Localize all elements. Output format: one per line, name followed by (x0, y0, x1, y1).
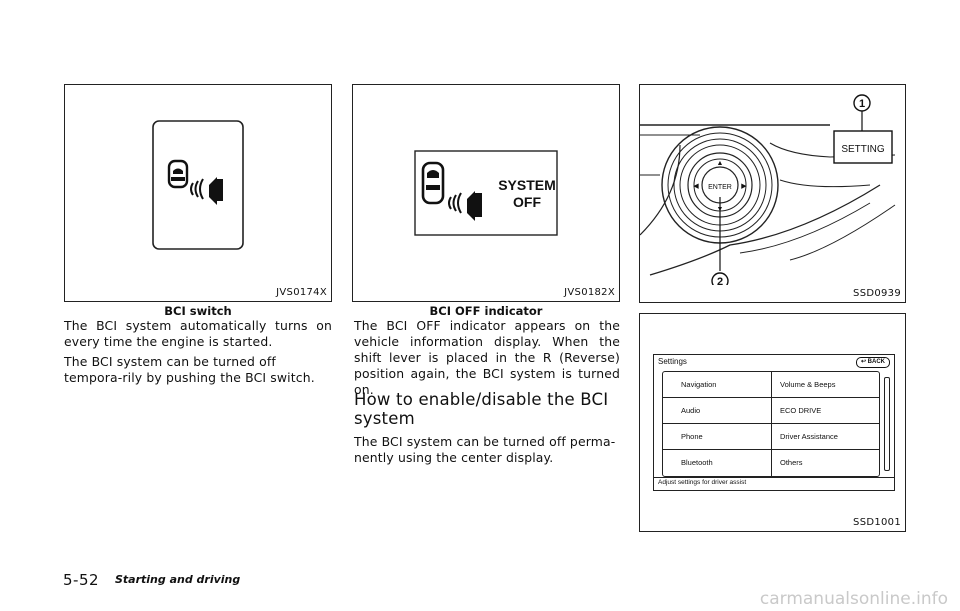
svg-text:▶: ▶ (741, 183, 747, 190)
sensor-waves-icon (190, 178, 204, 200)
callout-2-label: 2 (717, 276, 723, 285)
pedestrian-icon (209, 177, 223, 205)
figure-code: SSD1001 (853, 517, 901, 528)
sensor-waves-icon (448, 192, 462, 214)
menu-item-volume-beeps[interactable]: Volume & Beeps (772, 372, 879, 398)
setting-button-drawing (833, 130, 893, 164)
menu-item-bluetooth[interactable]: Bluetooth (681, 458, 713, 467)
menu-item-driver-assistance[interactable]: Driver Assistance (772, 424, 879, 450)
display-text-line1: SYSTEM (498, 177, 556, 193)
figure-caption: BCI switch (164, 304, 232, 318)
menu-panel: Navigation Audio Phone Bluetooth Volume … (662, 371, 880, 477)
menu-item-phone[interactable]: Phone (663, 424, 771, 450)
car-icon (421, 161, 445, 205)
paragraph: The BCI system can be turned off perma-n… (354, 434, 616, 465)
car-icon (167, 159, 189, 189)
scrollbar[interactable] (884, 377, 890, 471)
status-text: Adjust settings for driver assist (658, 479, 747, 486)
figure-bci-off-indicator: SYSTEM OFF JVS0182X (352, 84, 620, 302)
svg-text:▲: ▲ (717, 160, 724, 167)
page-number: 5-52 (63, 571, 100, 589)
paragraph: The BCI system can be turned off tempora… (64, 354, 315, 385)
bci-off-display-illustration: SYSTEM OFF (414, 150, 558, 236)
menu-item-eco-drive[interactable]: ECO DRIVE (772, 398, 879, 424)
back-button[interactable]: ↩ BACK (855, 357, 890, 368)
paragraph: The BCI system automatically turns on ev… (64, 318, 332, 349)
menu-item-others[interactable]: Others (780, 458, 803, 467)
enter-label: ENTER (708, 184, 732, 191)
status-bar: Adjust settings for driver assist (654, 477, 894, 490)
figure-settings-screen: Settings ↩ BACK Navigation Audio Phone B… (639, 313, 906, 532)
svg-text:◀: ◀ (693, 183, 699, 190)
screen-title: Settings (658, 357, 687, 366)
menu-item-audio[interactable]: Audio (663, 398, 771, 424)
callout-2-circle (711, 272, 729, 285)
setting-button-label: SETTING (841, 144, 885, 155)
section-heading: How to enable/disable the BCI system (354, 390, 609, 428)
callout-1-label: 1 (859, 98, 865, 110)
bci-switch-illustration (152, 120, 244, 250)
figure-code: JVS0182X (564, 287, 615, 298)
menu-column-left: Navigation Audio Phone Bluetooth (663, 372, 772, 476)
paragraph: The BCI OFF indicator appears on the veh… (354, 318, 620, 397)
figure-bci-switch: JVS0174X (64, 84, 332, 302)
figure-caption: BCI OFF indicator (429, 304, 543, 318)
figure-code: JVS0174X (276, 287, 327, 298)
controller-illustration: SETTING 1 ENTER ▲ ▼ ◀ ▶ 2 (640, 94, 896, 285)
pedestrian-icon (467, 191, 482, 221)
menu-item-navigation[interactable]: Navigation (663, 372, 771, 398)
back-arrow-icon: ↩ (860, 359, 866, 365)
figure-controller: SETTING 1 ENTER ▲ ▼ ◀ ▶ 2 SSD0939 (639, 84, 906, 303)
back-button-label: BACK (867, 359, 885, 365)
section-title: Starting and driving (115, 573, 241, 586)
menu-column-right: Volume & Beeps ECO DRIVE Driver Assistan… (772, 372, 879, 476)
display-text-line2: OFF (513, 194, 541, 210)
switch-panel (152, 120, 244, 250)
figure-code: SSD0939 (853, 288, 901, 299)
watermark: carmanualsonline.info (759, 589, 948, 609)
settings-screen: Settings ↩ BACK Navigation Audio Phone B… (653, 354, 895, 491)
